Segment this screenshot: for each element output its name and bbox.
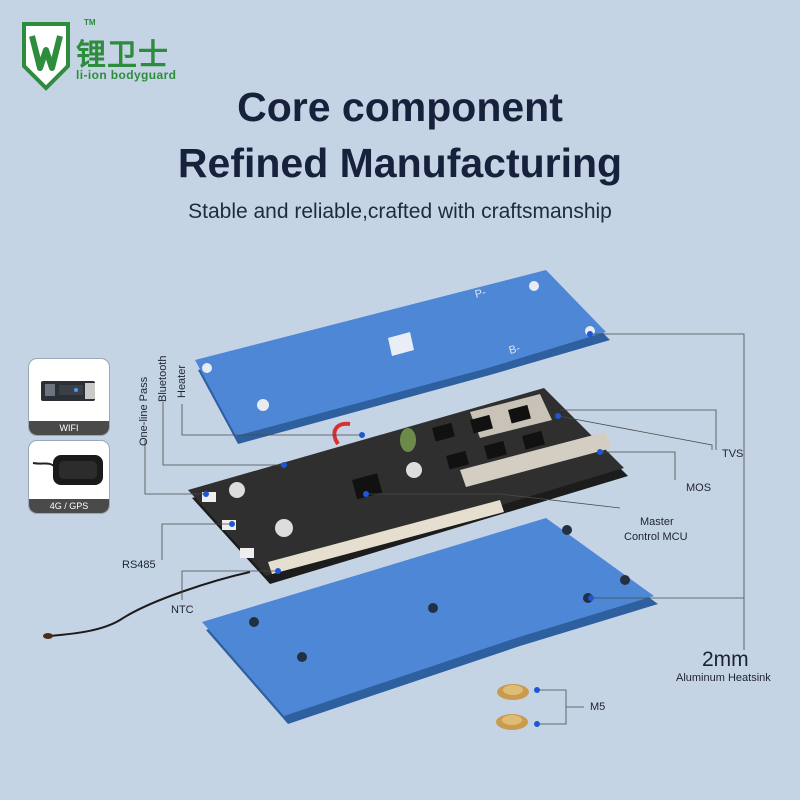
label-heatsink: Aluminum Heatsink <box>676 672 771 684</box>
gps-module-label: 4G / GPS <box>29 499 109 513</box>
wifi-module-icon <box>41 381 95 401</box>
trademark-mark: TM <box>84 18 96 27</box>
top-cover-plate: P- B- <box>195 270 610 444</box>
label-mos: MOS <box>686 482 712 494</box>
label-mcu-line1: Master <box>640 516 674 528</box>
label-heatsink-size: 2mm <box>702 648 749 671</box>
label-one-line-pass: One-line Pass <box>138 376 150 446</box>
callout-markers <box>203 331 603 727</box>
label-mcu-line2: Control MCU <box>624 531 688 543</box>
terminal-mark-b: B- <box>508 342 522 357</box>
ntc-probe-tip <box>43 633 53 639</box>
headline-line1: Core component <box>237 84 563 130</box>
terminal-mark-p: P- <box>474 286 488 301</box>
brand-name-cn: 锂卫士 <box>76 38 169 73</box>
gps-module-icon <box>32 455 103 485</box>
wifi-module-card: WIFI <box>28 358 110 436</box>
label-bluetooth: Bluetooth <box>157 355 169 402</box>
label-screw: M5 <box>590 701 606 713</box>
label-ntc: NTC <box>171 604 194 616</box>
label-rs485: RS485 <box>122 559 156 571</box>
brand-name-en: li-ion bodyguard <box>76 68 177 82</box>
brand-logo-icon <box>22 22 70 91</box>
callout-leader-lines <box>144 333 745 725</box>
gps-module-card: 4G / GPS <box>28 440 110 514</box>
pcb-board <box>188 388 628 584</box>
label-tvs: TVS <box>722 448 744 460</box>
heatsink-plate <box>202 518 658 724</box>
headline-line2: Refined Manufacturing <box>177 140 623 186</box>
m5-screws <box>496 684 529 730</box>
headline-subtitle: Stable and reliable,crafted with craftsm… <box>188 200 612 223</box>
label-heater: Heater <box>176 364 188 398</box>
wifi-module-label: WIFI <box>29 421 109 435</box>
ntc-probe-wire <box>49 571 251 637</box>
